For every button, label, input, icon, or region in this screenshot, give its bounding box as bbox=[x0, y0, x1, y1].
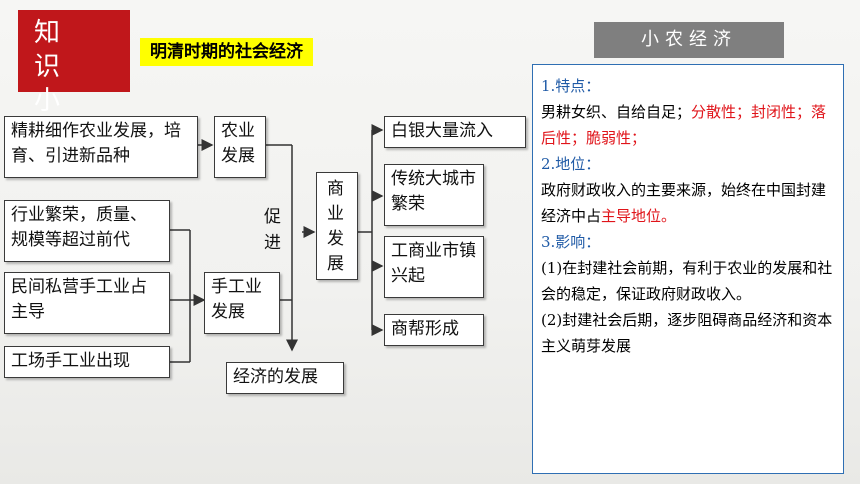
box-industry-prosperity: 行业繁荣，质量、规模等超过前代 bbox=[4, 200, 170, 262]
box-merchant-guilds: 商帮形成 bbox=[384, 314, 484, 346]
status-red: 主导地位。 bbox=[601, 207, 677, 225]
box-workshop-handicraft: 工场手工业出现 bbox=[4, 346, 170, 378]
influence-point-2: (2)封建社会后期，逐步阻碍商品经济和资本主义萌芽发展 bbox=[541, 311, 833, 355]
characteristics-red-1: 分散性； bbox=[691, 103, 752, 121]
box-traditional-cities: 传统大城市繁荣 bbox=[384, 164, 484, 226]
box-commerce-development: 商业发展 bbox=[316, 172, 358, 280]
characteristics-red-2: 封闭性；落后性；脆弱性； bbox=[541, 103, 827, 147]
badge-line-1: 知 识 bbox=[34, 18, 75, 82]
heading-status: 2.地位： bbox=[541, 155, 601, 173]
page-title: 明清时期的社会经济 bbox=[140, 38, 313, 66]
status-normal: 政府财政收入的主要来源，始终在中国封建经济中占 bbox=[541, 181, 827, 225]
small-peasant-economy-panel: 1.特点： 男耕女织、自给自足；分散性；封闭性；落后性；脆弱性； 2.地位： 政… bbox=[532, 64, 844, 474]
box-silver-inflow: 白银大量流入 bbox=[384, 116, 526, 148]
heading-characteristics: 1.特点： bbox=[541, 77, 601, 95]
box-economic-development: 经济的发展 bbox=[226, 362, 344, 394]
status-text: 政府财政收入的主要来源，始终在中国封建经济中占主导地位。 bbox=[541, 177, 835, 229]
box-commercial-towns: 工商业市镇兴起 bbox=[384, 236, 484, 298]
heading-influence: 3.影响： bbox=[541, 233, 601, 251]
box-intensive-farming: 精耕细作农业发展，培育、引进新品种 bbox=[4, 116, 198, 178]
box-handicraft-development: 手工业发展 bbox=[204, 272, 280, 334]
characteristics-normal: 男耕女织、自给自足； bbox=[541, 103, 692, 121]
panel-header: 小农经济 bbox=[594, 22, 784, 58]
influence-point-1: (1)在封建社会前期，有利于农业的发展和社会的稳定，保证政府财政收入。 bbox=[541, 259, 833, 303]
label-promote: 促进 bbox=[264, 207, 281, 253]
box-agriculture-development: 农业发展 bbox=[214, 116, 266, 178]
characteristics-text: 男耕女织、自给自足；分散性；封闭性；落后性；脆弱性； bbox=[541, 99, 835, 151]
box-private-handicraft: 民间私营手工业占主导 bbox=[4, 272, 170, 334]
